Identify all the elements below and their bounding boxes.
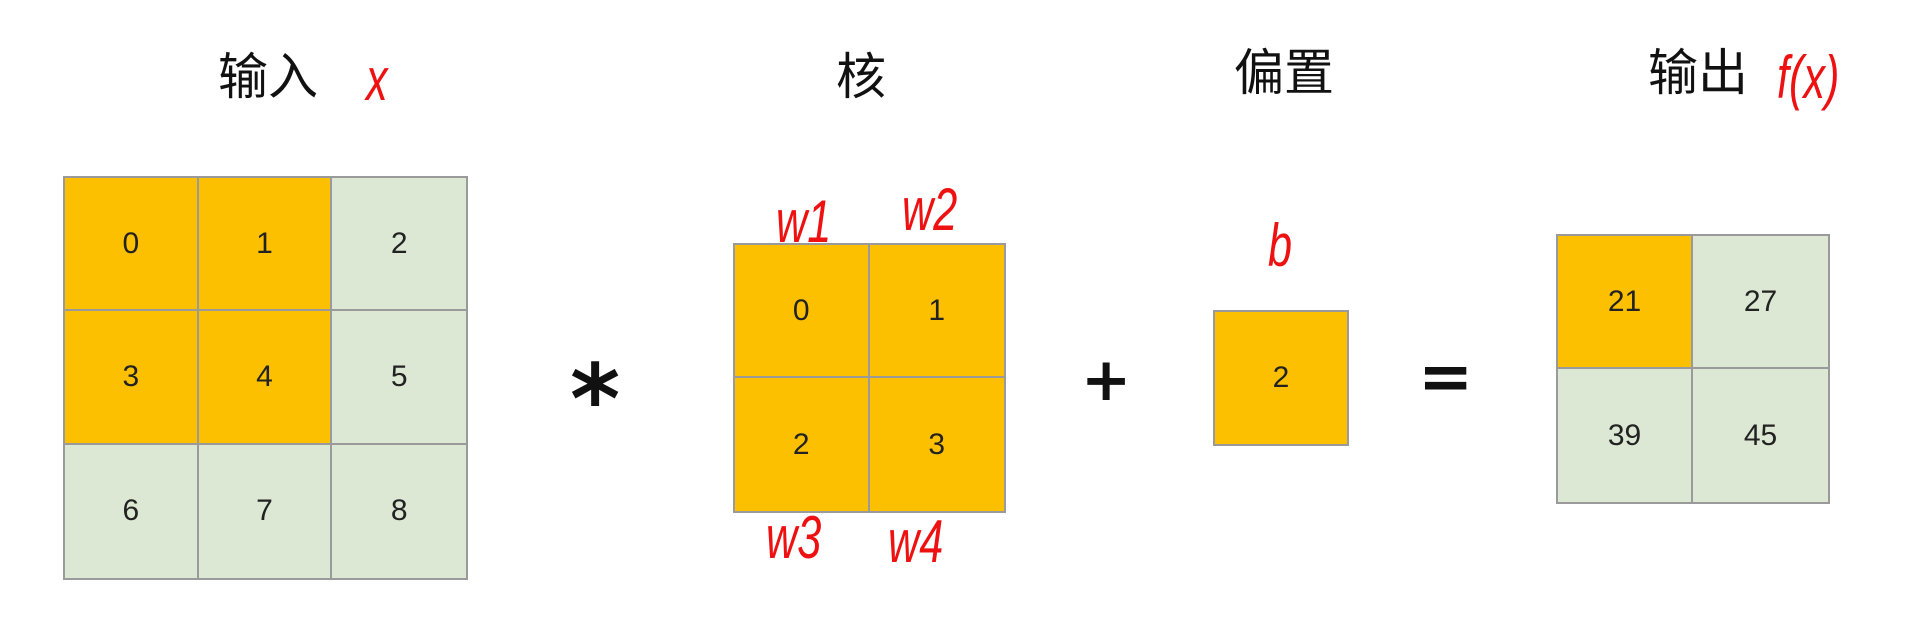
input-cell: 1 (198, 178, 333, 312)
input-cell: 8 (332, 444, 466, 578)
input-var-label: x (366, 46, 388, 113)
kernel-cell: 3 (869, 378, 1004, 511)
equals-operator: = (1418, 338, 1474, 415)
output-title: 输出 (1648, 44, 1748, 102)
input-cell: 3 (65, 311, 199, 445)
output-var-label: f(x) (1777, 44, 1840, 111)
kernel-weight-w2: w2 (902, 176, 958, 243)
bias-matrix: 2 (1213, 310, 1349, 446)
kernel-cell: 1 (869, 245, 1004, 378)
convolution-operator: * (570, 344, 621, 456)
input-cell: 0 (65, 178, 199, 312)
input-cell: 2 (332, 178, 466, 312)
kernel-weight-w1: w1 (776, 188, 832, 255)
output-cell: 27 (1693, 236, 1828, 369)
kernel-cell: 2 (735, 378, 870, 511)
bias-cell: 2 (1215, 312, 1347, 444)
output-cell: 39 (1558, 369, 1693, 502)
kernel-weight-w4: w4 (888, 508, 944, 575)
kernel-cell: 0 (735, 245, 870, 378)
input-cell: 4 (198, 311, 333, 445)
bias-title: 偏置 (1234, 44, 1334, 102)
kernel-title: 核 (836, 48, 886, 106)
output-cell: 21 (1558, 236, 1693, 369)
kernel-weight-w3: w3 (766, 504, 822, 571)
plus-operator: + (1081, 345, 1132, 415)
output-cell: 45 (1693, 369, 1828, 502)
bias-var-label: b (1268, 212, 1293, 279)
input-cell: 7 (198, 444, 333, 578)
input-title: 输入 (218, 48, 318, 106)
input-cell: 6 (65, 444, 199, 578)
input-cell: 5 (332, 311, 466, 445)
